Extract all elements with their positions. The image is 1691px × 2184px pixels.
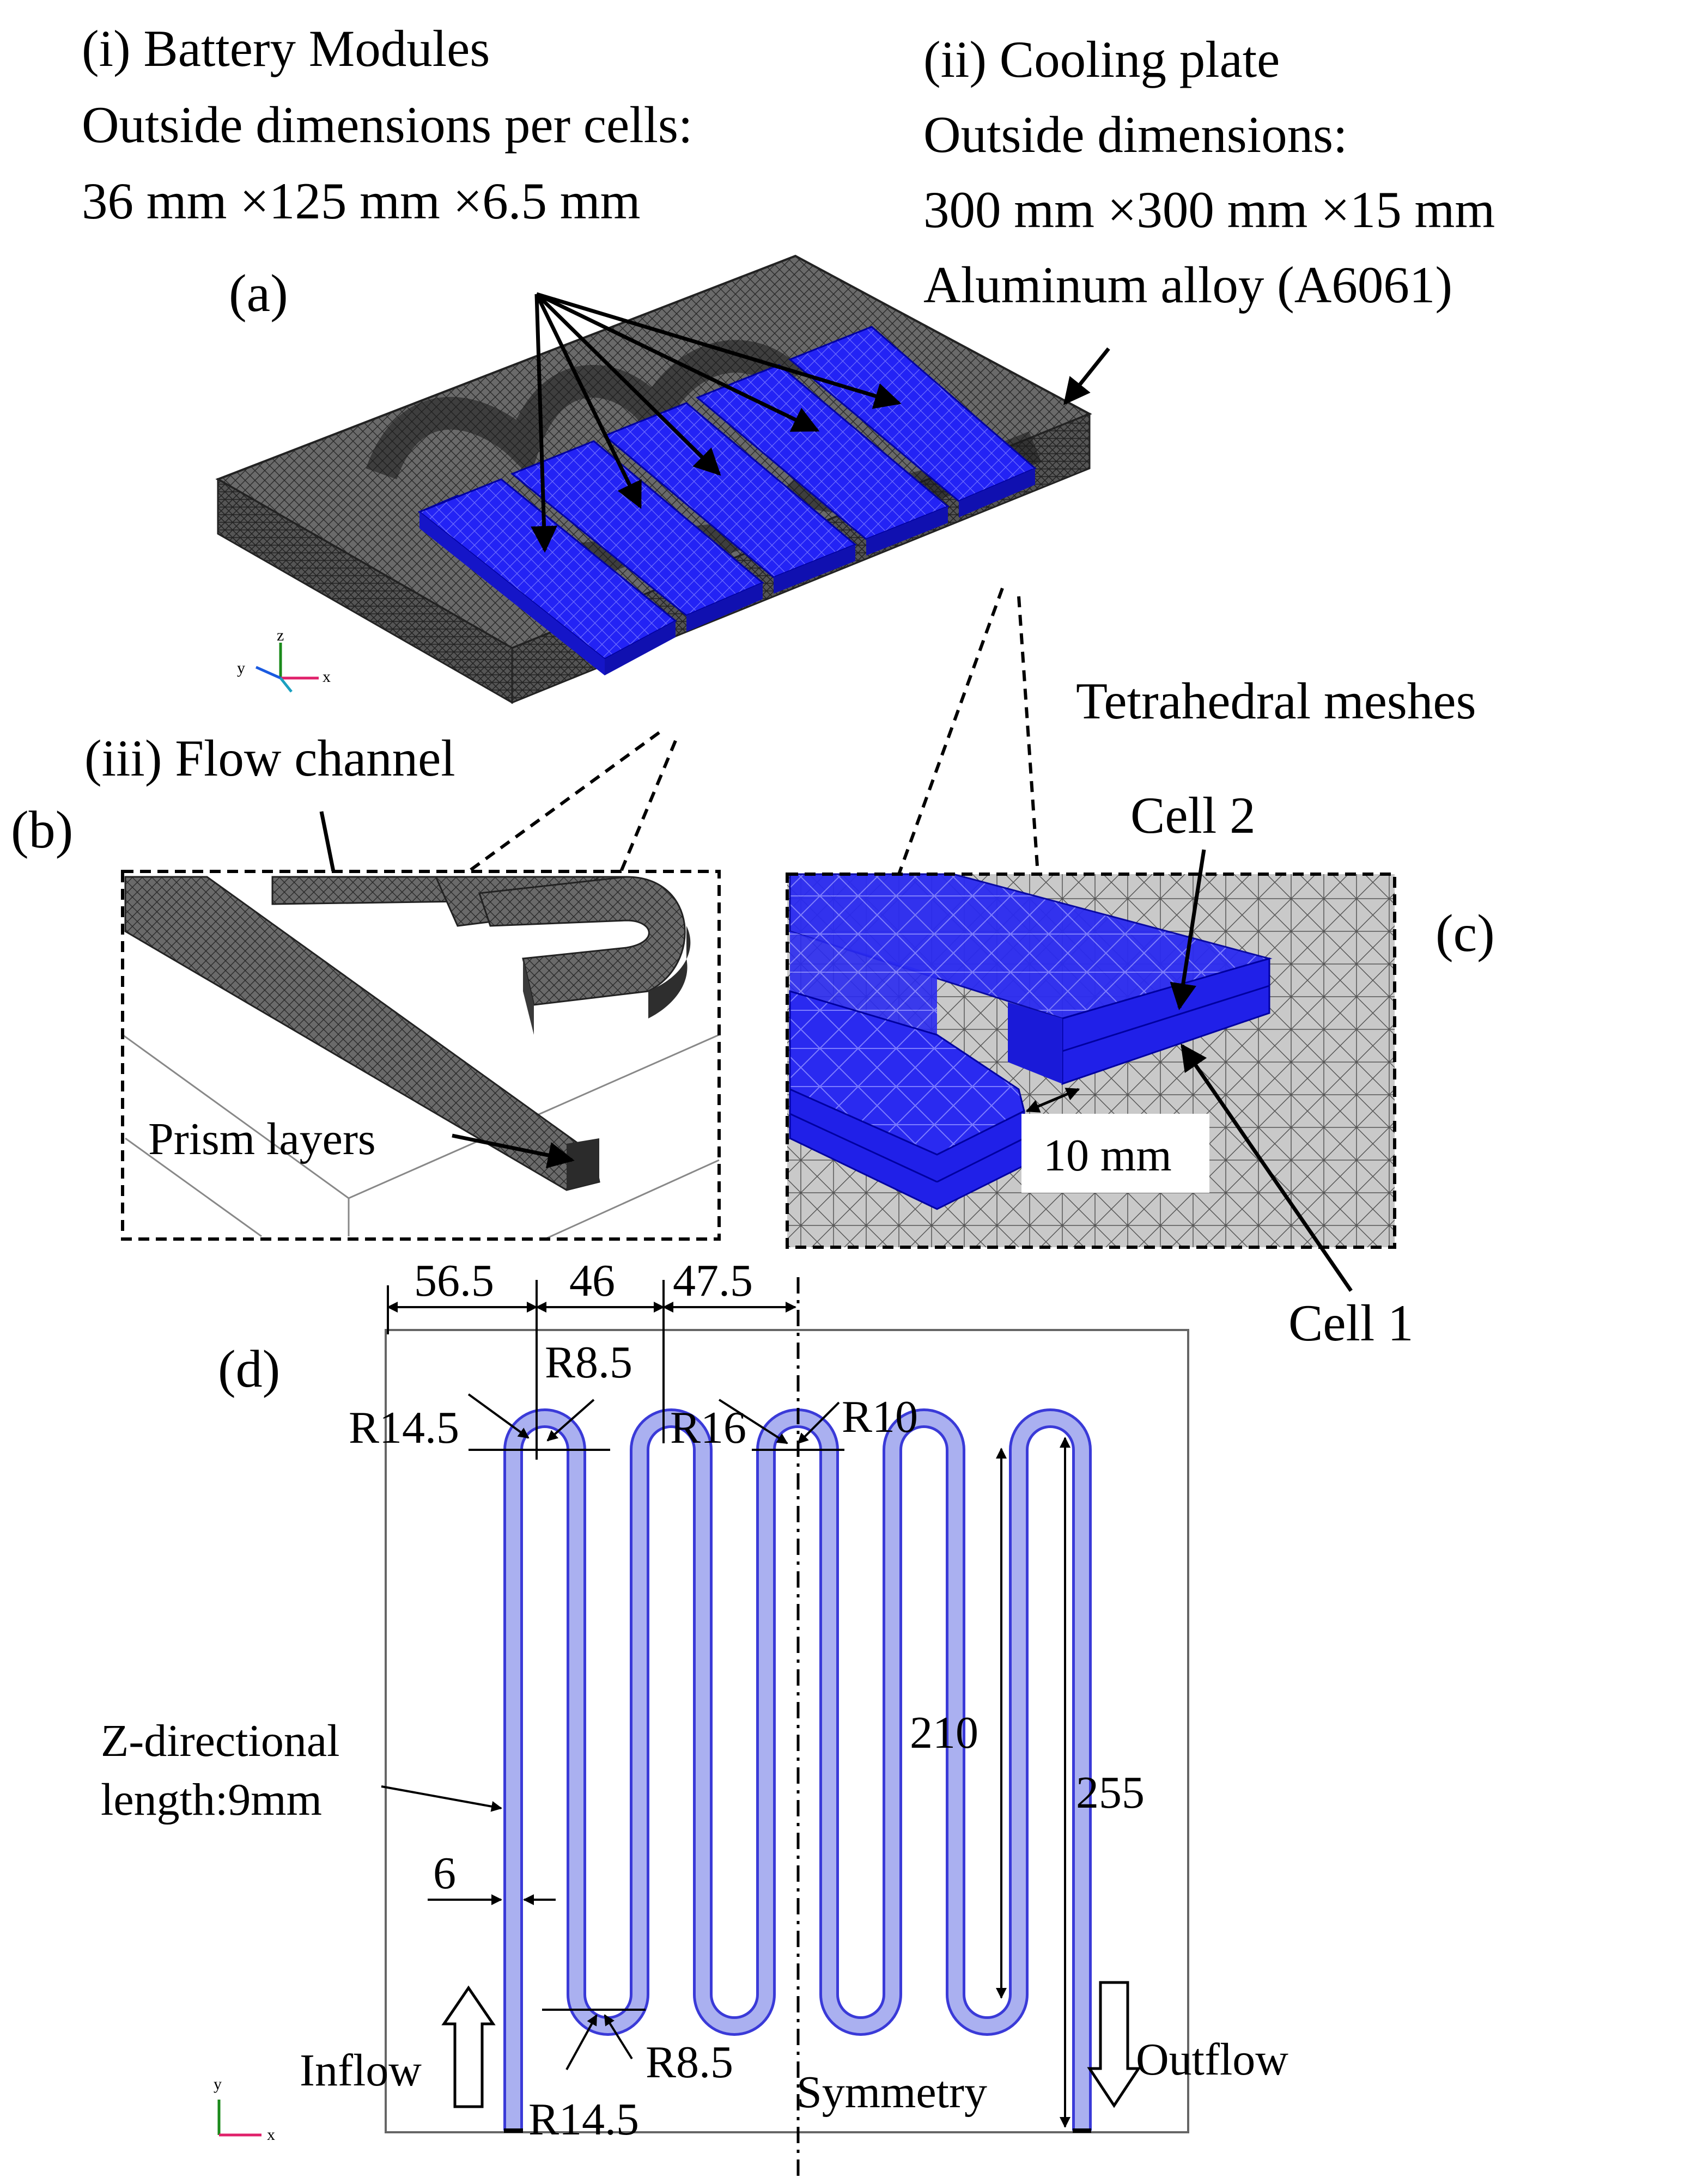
battery-cell-group [418, 326, 1037, 675]
inflow-label: Inflow [300, 2045, 422, 2096]
axis-a-y: y [237, 659, 245, 677]
cell1-label: Cell 1 [1288, 1294, 1414, 1352]
length-255: 255 [1076, 1767, 1145, 1818]
radius-14-5-top: R14.5 [349, 1402, 460, 1453]
radius-14-5-bottom: R14.5 [528, 2094, 640, 2145]
axis-a-z: z [277, 626, 284, 644]
inflow-arrow [441, 1985, 496, 2108]
dim-46: 46 [569, 1255, 615, 1306]
zdir-line1: Z-directional [101, 1716, 340, 1766]
axis-d-x: x [267, 2126, 275, 2144]
dimension-lines [381, 1280, 1070, 2128]
prism-arrow [452, 1133, 575, 1169]
inset-b [122, 871, 720, 1240]
radius-16: R16 [670, 1402, 747, 1453]
axis-d-y: y [214, 2075, 222, 2093]
plate-material: Aluminum alloy (A6061) [923, 256, 1453, 314]
battery-dims: 36 mm ×125 mm ×6.5 mm [82, 172, 641, 230]
battery-title: (i) Battery Modules [82, 20, 490, 77]
plate-title: (ii) Cooling plate [923, 30, 1280, 88]
battery-leader-arrows [531, 292, 1110, 553]
prism-label: Prism layers [148, 1114, 376, 1164]
panel-c-label: (c) [1435, 904, 1495, 963]
axis-a-x: x [323, 668, 331, 686]
axis-triad-d [217, 2100, 261, 2137]
inset-c-frame [786, 873, 1396, 1249]
mesh-label: Tetrahedral meshes [1076, 672, 1476, 730]
symmetry-label: Symmetry [796, 2067, 987, 2118]
zdir-line2: length:9mm [101, 1774, 322, 1825]
flow-channel-label: (iii) Flow channel [84, 729, 455, 787]
battery-modules-3d [418, 326, 1037, 675]
outflow-label: Outflow [1136, 2034, 1288, 2085]
inset-c [787, 873, 1395, 1247]
dim-56-5: 56.5 [414, 1255, 494, 1306]
inset-b-frame [121, 870, 721, 1241]
panel-d-label: (d) [218, 1340, 281, 1399]
zoom-lines [467, 587, 1039, 875]
radius-10: R10 [842, 1392, 919, 1442]
plate-dims: 300 mm ×300 mm ×15 mm [923, 181, 1495, 239]
radius-8-5-top: R8.5 [545, 1337, 633, 1388]
length-210: 210 [910, 1707, 978, 1758]
axis-triad-a [255, 643, 319, 693]
dim-47-5: 47.5 [673, 1255, 753, 1306]
panel-a-label: (a) [229, 264, 288, 323]
radius-8-5-bottom: R8.5 [646, 2037, 734, 2088]
panel-b-label: (b) [11, 801, 74, 859]
plate-dims-title: Outside dimensions: [923, 106, 1348, 163]
channel-layout [385, 1277, 1189, 2181]
gap-label: 10 mm [1043, 1130, 1172, 1181]
width-6: 6 [433, 1848, 456, 1899]
inset-c-arrows [1025, 849, 1353, 1292]
battery-dims-title: Outside dimensions per cells: [82, 96, 693, 154]
cell2-label: Cell 2 [1130, 786, 1256, 844]
outflow-arrow [1087, 1981, 1141, 2108]
